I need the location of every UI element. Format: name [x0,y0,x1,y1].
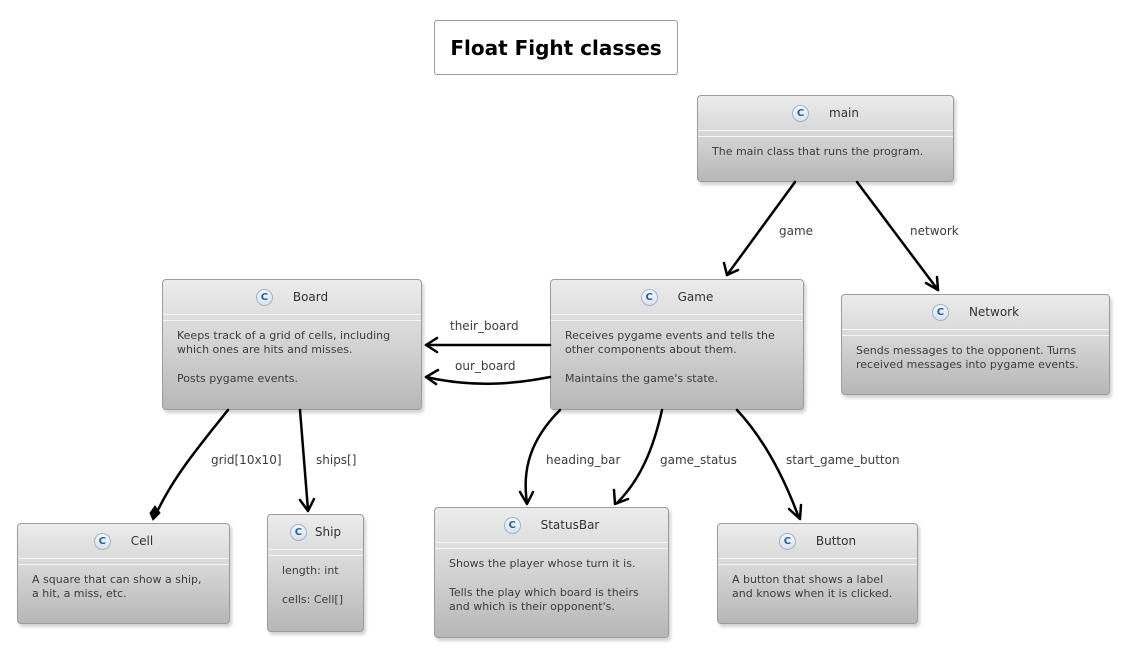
class-board[interactable]: C Board Keeps track of a grid of cells, … [162,279,422,410]
class-name: Ship [314,525,342,539]
class-line: Posts pygame events. [177,372,298,385]
class-separator [435,542,668,549]
class-header: C Board [163,280,421,314]
class-separator [842,329,1109,336]
class-name: StatusBar [540,518,600,532]
class-header: C Button [718,524,917,558]
class-icon: C [792,104,809,122]
class-header: C StatusBar [435,508,668,542]
class-line: A square that can show a ship, a hit, a … [32,573,202,600]
class-icon: C [93,532,111,550]
edge-label-ships: ships[] [316,453,356,467]
edge-game-status [615,408,664,505]
edge-start-game-button [735,408,801,520]
class-separator [698,130,953,137]
arrowhead [612,488,630,506]
edge-label-game-status: game_status [660,453,737,467]
class-separator [551,314,803,321]
class-statusbar[interactable]: C StatusBar Shows the player whose turn … [434,507,669,638]
class-attribute: length: int [282,564,339,577]
edge-label-network: network [910,224,959,238]
class-separator [268,549,363,556]
class-name: Button [815,534,857,548]
class-attributes: length: int cells: Cell[] [268,556,363,613]
edge-label-their-board: their_board [450,319,519,333]
class-line: Keeps track of a grid of cells, includin… [177,329,391,356]
edge-grid [156,408,230,512]
class-name: main [829,106,859,120]
class-line: Maintains the game's state. [565,372,718,385]
class-header: C main [698,96,953,130]
edge-network [855,180,940,292]
arrowhead [924,275,940,292]
class-icon: C [778,532,796,550]
class-line: Receives pygame events and tells the oth… [565,329,775,356]
class-icon: C [503,516,521,534]
class-line: Shows the player whose turn it is. [449,557,636,570]
edge-label-our-board: our_board [455,359,516,373]
class-main[interactable]: C main The main class that runs the prog… [697,95,954,182]
edge-heading-bar [524,408,562,505]
class-line: Tells the play which board is theirs and… [449,586,639,613]
class-attribute: cells: Cell[] [282,593,344,606]
class-header: C Ship [268,515,363,549]
edge-label-grid: grid[10x10] [211,453,282,467]
class-button[interactable]: C Button A button that shows a label and… [717,523,918,624]
class-icon: C [640,288,658,306]
edge-label-start-game-button: start_game_button [786,453,900,467]
class-description: The main class that runs the program. [698,137,953,165]
arrowhead [722,261,740,277]
class-icon: C [255,288,273,306]
class-line: The main class that runs the program. [712,145,924,158]
class-name: Board [292,290,329,304]
class-name: Network [968,305,1020,319]
arrowhead [787,503,803,521]
class-description: A button that shows a label and knows wh… [718,565,917,607]
class-description: Shows the player whose turn it is. Tells… [435,549,668,620]
class-name: Game [677,290,714,304]
class-separator [718,558,917,565]
composition-diamond [149,505,161,521]
class-description: Sends messages to the opponent. Turns re… [842,336,1109,378]
class-header: C Network [842,295,1109,329]
class-icon: C [289,523,307,541]
arrowhead [298,497,316,513]
class-name: Cell [130,534,154,548]
class-description: Keeps track of a grid of cells, includin… [163,321,421,392]
edge-ships [298,408,310,512]
class-ship[interactable]: C Ship length: int cells: Cell[] [267,514,364,632]
arrowhead [424,336,439,354]
class-separator [18,558,229,565]
class-icon: C [931,303,949,321]
class-line: A button that shows a label and knows wh… [732,573,893,600]
class-description: A square that can show a ship, a hit, a … [18,565,229,607]
class-network[interactable]: C Network Sends messages to the opponent… [841,294,1110,395]
edge-label-game: game [779,224,813,238]
diagram-title: Float Fight classes [434,20,678,75]
edge-label-heading-bar: heading_bar [546,453,620,467]
class-line: Sends messages to the opponent. Turns re… [856,344,1079,371]
class-header: C Game [551,280,803,314]
edge-game [725,180,797,277]
class-game[interactable]: C Game Receives pygame events and tells … [550,279,804,410]
class-header: C Cell [18,524,229,558]
class-cell[interactable]: C Cell A square that can show a ship, a … [17,523,230,624]
arrowhead [424,368,440,386]
class-separator [163,314,421,321]
edge-our-board [424,375,552,385]
arrowhead [518,490,535,506]
class-description: Receives pygame events and tells the oth… [551,321,803,392]
